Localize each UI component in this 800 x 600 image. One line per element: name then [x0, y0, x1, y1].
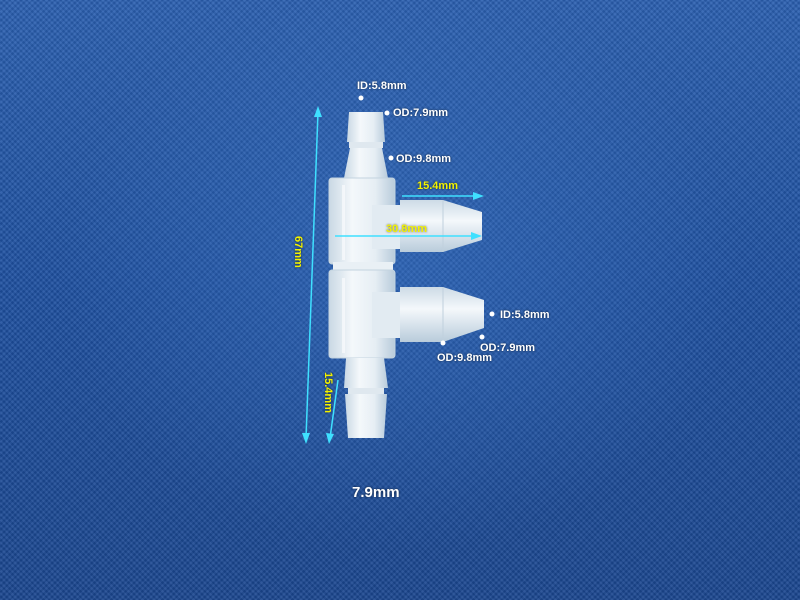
lower-branch [372, 287, 484, 342]
bottom-length-label: 15.4mm [322, 372, 334, 413]
right-id-label: ID:5.8mm [500, 309, 550, 321]
right-od-large-label: OD:9.8mm [437, 352, 493, 364]
top-id-label: ID:5.8mm [357, 80, 407, 92]
bottom-nozzle [344, 358, 388, 438]
total-height-label: 67mm [292, 236, 304, 268]
size-caption: 7.9mm [352, 484, 400, 501]
upper-branch [372, 200, 482, 252]
top-nozzle [344, 112, 388, 178]
marker-dots [358, 95, 495, 346]
top-od-small-label: OD:7.9mm [393, 107, 449, 119]
branch-length-label: 15.4mm [417, 180, 458, 192]
body-width-label: 30.8mm [386, 223, 427, 235]
top-od-large-label: OD:9.8mm [396, 153, 452, 165]
dimension-lines [302, 106, 484, 444]
right-od-small-label: OD:7.9mm [480, 342, 536, 354]
